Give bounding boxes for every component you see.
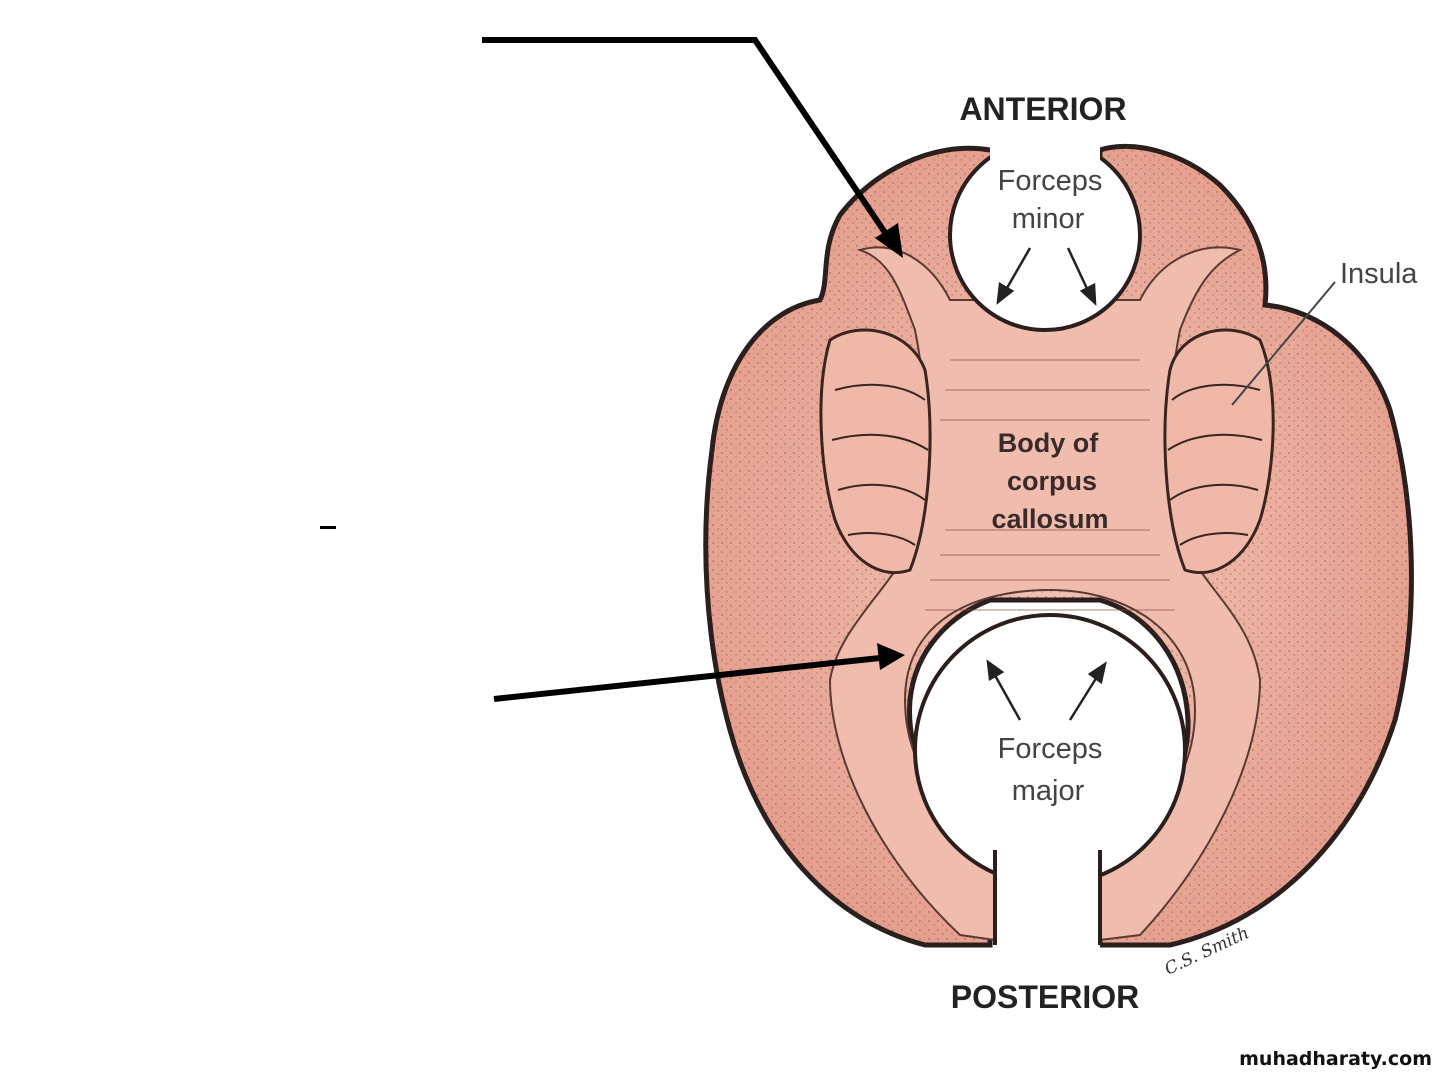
- forceps-minor-arrows: [996, 247, 1097, 307]
- watermark: muhadharaty.com: [1239, 1048, 1432, 1070]
- label-forceps-minor-1: Forceps: [998, 165, 1103, 197]
- forceps-major-arrows: [986, 659, 1107, 721]
- corpus-callosum-body: [828, 246, 1262, 942]
- label-body-3: callosum: [991, 504, 1108, 534]
- label-forceps-major-1: Forceps: [998, 733, 1103, 765]
- insula-left: [819, 328, 932, 575]
- label-insula: Insula: [1340, 258, 1418, 290]
- insula-right: [1163, 328, 1275, 575]
- label-body-2: corpus: [1007, 466, 1097, 496]
- label-forceps-major-2: major: [1012, 775, 1085, 807]
- label-posterior: POSTERIOR: [951, 979, 1139, 1015]
- anterior-gap: [990, 120, 1100, 180]
- stray-dash: [320, 526, 336, 529]
- pointer-arrow-top: [482, 37, 903, 258]
- pointer-arrow-bottom: [493, 643, 905, 702]
- label-forceps-minor-2: minor: [1012, 203, 1085, 235]
- fiber-striations: [925, 359, 1175, 611]
- label-anterior: ANTERIOR: [959, 91, 1126, 127]
- insula-leader-line: [1231, 281, 1336, 406]
- label-body-1: Body of: [998, 428, 1099, 458]
- posterior-gap: [995, 840, 1100, 960]
